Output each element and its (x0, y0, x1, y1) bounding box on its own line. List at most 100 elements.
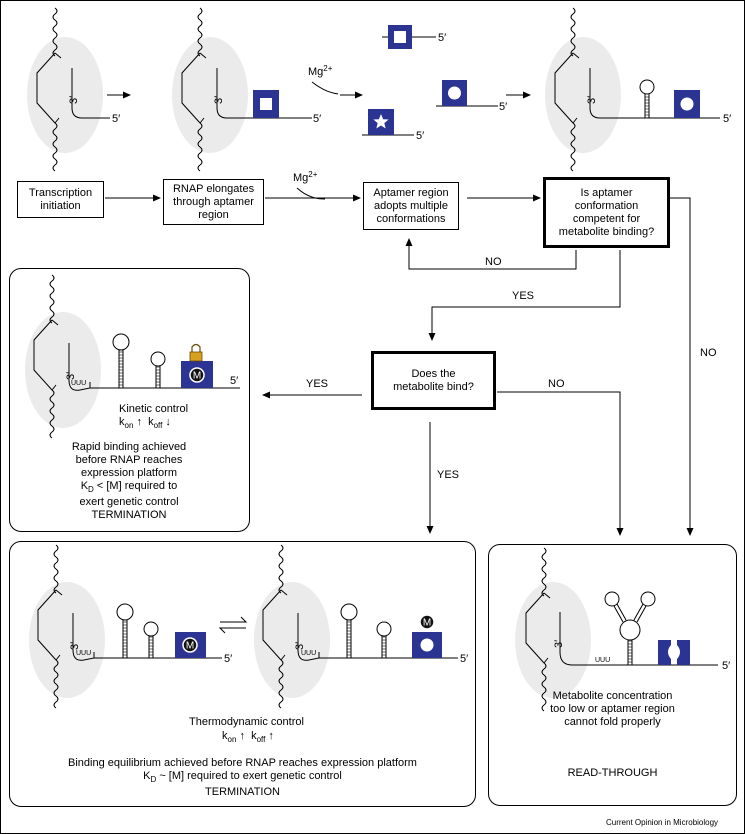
k-symbol: k (119, 416, 125, 428)
readthrough-line: cannot fold properly (564, 716, 661, 728)
kinetic-outcome: TERMINATION (91, 509, 167, 521)
antiterminator-loop (640, 591, 656, 607)
prime-3-label: 3′ (553, 640, 565, 648)
step-adopts-line: adopts multiple (374, 199, 448, 212)
readthrough-line: too low or aptamer region (550, 703, 675, 715)
terminator-hairpin-loop (340, 603, 358, 621)
step-bind-line: metabolite bind? (393, 380, 474, 393)
step-elongates-line: through aptamer (173, 195, 254, 208)
readthrough-outcome: READ-THROUGH (567, 767, 658, 779)
yes-label-top: YES (512, 290, 535, 302)
mg-label-flow: Mg2+ (293, 170, 317, 184)
kd-k: K (80, 480, 89, 492)
mg-base: Mg (308, 66, 324, 78)
metabolite-letter: M (186, 641, 194, 652)
rna-strand (71, 68, 110, 119)
rnap-shape (25, 312, 101, 428)
antiterminator-branches (613, 603, 647, 623)
uuu-label: UUU (71, 380, 86, 387)
dna-strand (49, 389, 55, 439)
kd-rest: ~ [M] required to exert genetic control (156, 770, 342, 782)
arrow-no-readthrough (497, 391, 624, 536)
dna-strand (52, 122, 58, 172)
prime-5-label: 5′ (460, 653, 468, 665)
aptamer-pocket-circle (680, 97, 694, 111)
yes-label-left: YES (306, 378, 329, 390)
kinetic-title: Kinetic control (119, 403, 189, 415)
kinetic-line: exert genetic control (79, 496, 179, 508)
prime-5-label: 5′ (723, 113, 731, 125)
k-symbol: k (251, 730, 257, 742)
prime-5-label: 5′ (722, 660, 730, 672)
thermo-kd: KD ~ [M] required to exert genetic contr… (9, 770, 476, 786)
terminator-hairpin-loop (112, 333, 130, 351)
step-competent-line: Is aptamer (580, 186, 633, 199)
aptamer-half-left (658, 640, 671, 665)
anti-terminator-hairpin-loop (143, 621, 159, 637)
yes-label-thermo: YES (437, 469, 460, 481)
down-arrow: ↓ (165, 416, 171, 428)
transcription-bubble (33, 319, 59, 391)
dna-strand (570, 7, 576, 57)
antiterminator-loop (604, 591, 620, 607)
journal-credit: Current Opinion in Microbiology (606, 818, 719, 827)
terminator-hairpin-loop (116, 603, 134, 621)
dna-strand (570, 122, 576, 172)
metabolite-letter: M (423, 618, 431, 629)
transcription-bubble (525, 592, 551, 664)
step-elongates-line: RNAP elongates (172, 182, 255, 195)
arrows-layer (105, 81, 694, 634)
transcription-bubble (37, 589, 63, 661)
prime-5-label: 5′ (224, 653, 232, 665)
dna-strand (278, 659, 284, 709)
kinetic-line: Rapid binding achieved (71, 441, 187, 453)
mg-label-top: Mg2+ (308, 64, 332, 78)
mg-curve-top (311, 81, 339, 95)
aptamer-pocket-circle (420, 638, 434, 652)
prime-5-label: 5′ (112, 113, 120, 125)
k-off-sub: off (153, 421, 163, 430)
free-metabolite (419, 614, 435, 630)
no-label-bind: NO (548, 378, 565, 390)
prime-3-label: 3′ (69, 642, 81, 650)
aptamer-pocket-star (373, 114, 389, 129)
prime-3-label: 3′ (586, 96, 598, 104)
k-symbol: k (222, 730, 228, 742)
antiterminator-junction (619, 619, 641, 641)
transcription-bubble (554, 52, 580, 124)
rna-strand (216, 68, 312, 119)
rnap-shape (172, 37, 248, 153)
thermo-desc: Binding equilibrium achieved before RNAP… (9, 757, 476, 799)
equilibrium-arrows (218, 616, 248, 634)
step-competent-line: conformation (574, 199, 639, 212)
up-arrow: ↑ (239, 730, 245, 742)
arrow-yes-down (428, 250, 621, 341)
thermo-rates: kon ↑ koff ↑ (222, 730, 274, 746)
prime-3-label: 3′ (65, 372, 77, 380)
prime-3-label: 3′ (68, 96, 80, 104)
uuu-label: UUU (76, 650, 91, 657)
readthrough-desc: Metabolite concentration too low or apta… (488, 690, 737, 729)
kinetic-rates: kon ↑ koff ↓ (119, 416, 171, 432)
dna-strand (52, 7, 58, 57)
rna-strand (68, 343, 91, 391)
no-label-right: NO (700, 347, 717, 359)
rna-strand (297, 613, 320, 661)
padlock-shackle (191, 343, 201, 352)
step-adopts-line: Aptamer region (373, 186, 449, 199)
arrow-no-loop (405, 238, 577, 270)
prime-5-label: 5′ (416, 130, 424, 142)
anti-terminator-hairpin-stem (155, 366, 161, 388)
terminator-hairpin-stem (346, 620, 352, 658)
rna-strand (72, 613, 95, 661)
mg-base: Mg (293, 172, 309, 184)
k-off-sub: off (256, 735, 266, 744)
thermo-outcome: TERMINATION (205, 786, 280, 798)
kinetic-kd: KD < [M] required to (0, 480, 258, 496)
thermo-line: Binding equilibrium achieved before RNAP… (68, 757, 417, 769)
readthrough-panel (488, 544, 737, 806)
